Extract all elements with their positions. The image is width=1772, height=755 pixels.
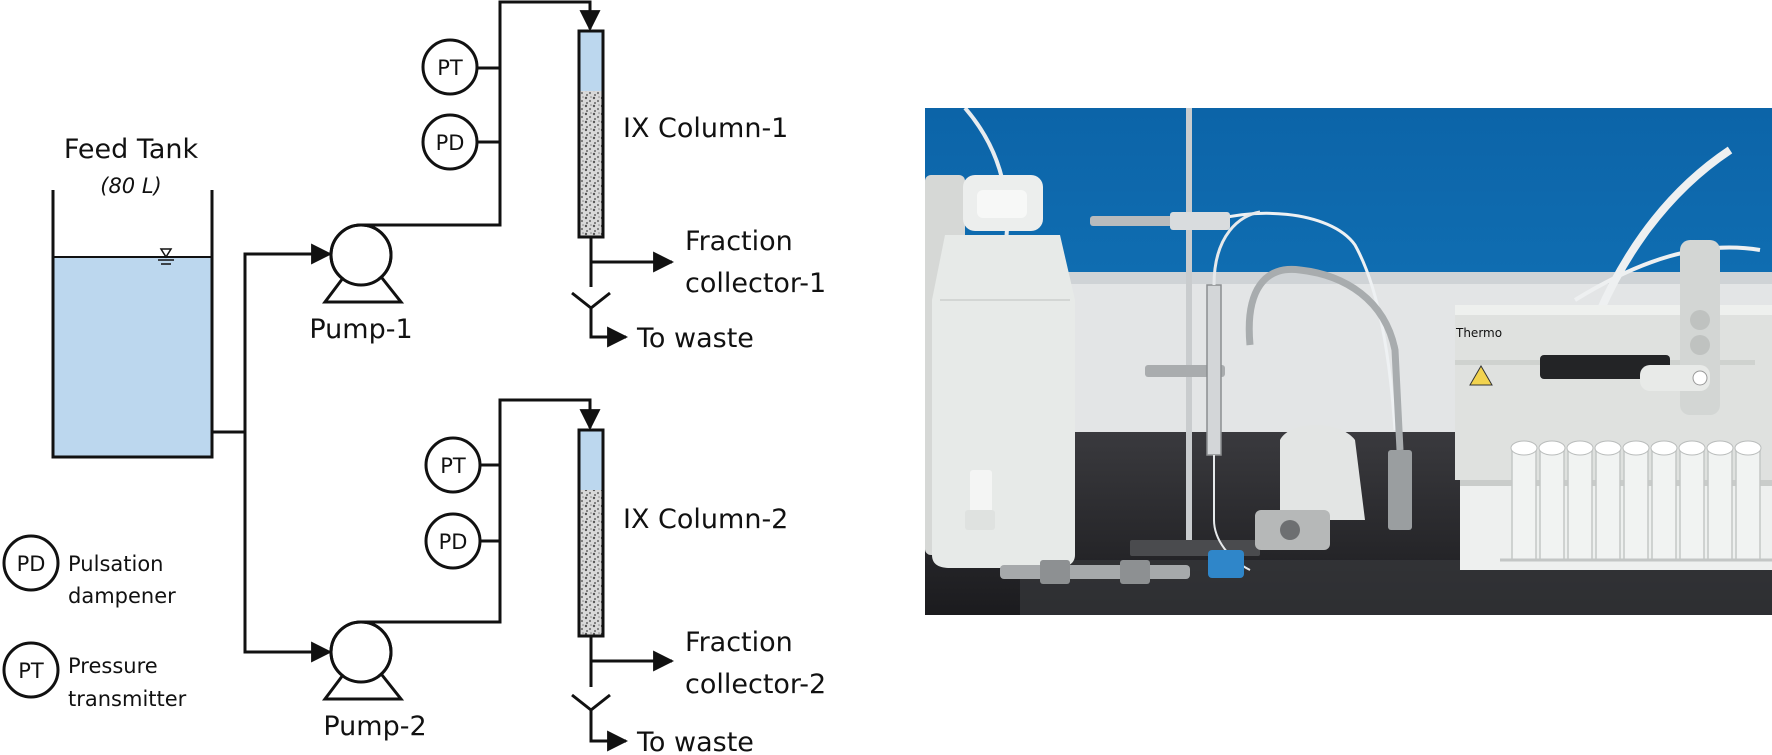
photo-brand-label: Thermo [1455,326,1502,340]
feed-tank [51,190,214,459]
fraction-label-1-line2: collector-1 [685,268,826,299]
pump-1-label: Pump-1 [309,314,412,345]
pd-instrument-2 [424,512,482,570]
lab-setup-photo: Thermo [925,108,1772,615]
legend-pt-symbol-text: PT [18,659,44,683]
column-1-label: IX Column-1 [623,113,788,144]
pump-2-icon [322,620,405,701]
fraction-label-1-line1: Fraction [685,226,793,257]
pipe-pump-1-to-column-1 [361,0,601,227]
pipe-tank-to-pump-1 [212,243,333,434]
photo-steel-tube [1245,265,1404,451]
water-level-icon [158,248,174,265]
funnel-to-waste-2 [571,693,626,741]
legend-pd-line2: dampener [68,584,176,608]
tank-walls [51,190,214,459]
photo-feed-bottle [932,175,1075,568]
legend-pd-symbol [2,534,60,592]
pipe-tank-to-pump-2 [243,432,333,663]
fraction-label-2-line1: Fraction [685,627,793,658]
feed-tank-capacity: (80 L) [100,174,161,198]
tank-liquid [53,257,212,457]
pd-label-2: PD [439,530,468,554]
waste-label-2: To waste [636,727,754,755]
photo-pump-unit [1208,425,1365,578]
feed-tank-title: Feed Tank [64,134,199,165]
pd-label-1: PD [436,131,465,155]
photo-vial-rack [1511,449,1761,561]
photo-ix-column [1206,284,1222,456]
pipe-pump-2-to-column-2 [361,398,601,624]
pt-label-2: PT [440,454,466,478]
photo-inline-filter [1000,565,1190,579]
waste-label-1: To waste [636,323,754,354]
legend-pd-line1: Pulsation [68,552,163,576]
ix-column-1 [577,29,605,239]
legend-pt-symbol [2,641,60,699]
photo-ring-stand [1186,108,1192,553]
pt-instrument-2 [424,436,482,494]
diagram-labels: Feed Tank (80 L) Pump-1 Pump-2 PT PD PT … [17,56,827,755]
legend-pt-line2: transmitter [68,687,187,711]
fraction-label-2-line2: collector-2 [685,669,826,700]
funnel-to-waste-1 [571,291,626,337]
column-2-label: IX Column-2 [623,504,788,535]
ix-column-2 [577,428,605,638]
photo-vial-caps [1510,440,1762,456]
process-diagram [2,0,675,741]
legend-pt-line1: Pressure [68,654,158,678]
pt-instrument-1 [421,38,479,96]
legend-pd-symbol-text: PD [17,552,46,576]
pump-1-icon [322,223,405,304]
pd-instrument-1 [421,113,479,171]
pump-2-label: Pump-2 [323,711,426,742]
pt-label-1: PT [437,56,463,80]
